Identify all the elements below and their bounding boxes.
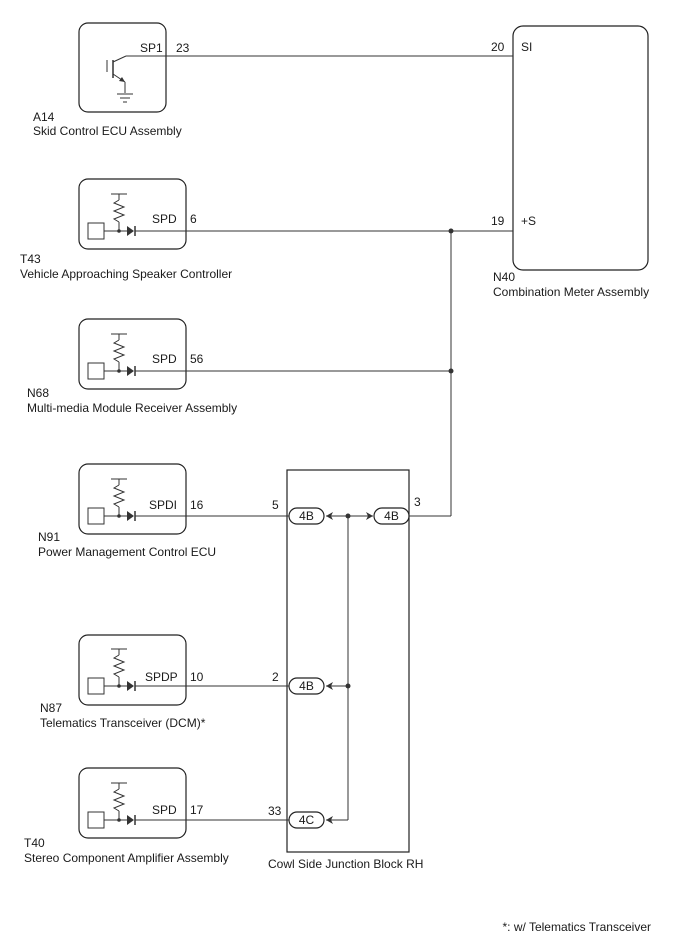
- pin-number: 2: [272, 670, 279, 684]
- pin-number: 20: [491, 40, 505, 54]
- connector-4b-lower: 4B: [288, 677, 325, 695]
- terminal-label: SI: [521, 40, 532, 54]
- pin-number: 16: [190, 498, 204, 512]
- connector-code: N91: [38, 530, 60, 544]
- component-name: Vehicle Approaching Speaker Controller: [20, 267, 232, 281]
- connector-code: A14: [33, 110, 55, 124]
- connector-code: N87: [40, 701, 62, 715]
- ecu-n91: SPDI 16 N91 Power Management Control ECU: [38, 463, 216, 559]
- connector-4b-right: 4B: [373, 507, 410, 525]
- pin-number: 23: [176, 41, 190, 55]
- connector-label: 4B: [384, 509, 399, 523]
- connector-code: T43: [20, 252, 41, 266]
- junction-block: Cowl Side Junction Block RH 4B 4B 4B 4C: [268, 469, 423, 871]
- splice-point: [448, 368, 454, 374]
- connector-label: 4C: [299, 813, 315, 827]
- terminal-label: SPDI: [149, 498, 177, 512]
- connector-label: 4B: [299, 679, 314, 693]
- terminal-label: SPD: [152, 352, 177, 366]
- splice-point: [345, 513, 351, 519]
- ecu-a14: SP1 23 A14 Skid Control ECU Assembly: [33, 22, 190, 138]
- transistor-symbol: [106, 55, 166, 93]
- pin-number: 5: [272, 498, 279, 512]
- splice-point: [448, 228, 454, 234]
- ecu-n87-box: [78, 634, 187, 706]
- arrow-icon: [326, 816, 333, 824]
- connector-4c: 4C: [288, 811, 325, 829]
- footnote: *: w/ Telematics Transceiver: [503, 920, 652, 934]
- connector-4b-left: 4B: [288, 507, 325, 525]
- terminal-label: SP1: [140, 41, 163, 55]
- pin-number: 19: [491, 214, 505, 228]
- component-name: Skid Control ECU Assembly: [33, 124, 182, 138]
- terminal-label: SPDP: [145, 670, 178, 684]
- connector-code: N40: [493, 270, 515, 284]
- connector-code: N68: [27, 386, 49, 400]
- meter-n40: 20 SI 19 +S N40 Combination Meter Assemb…: [491, 25, 649, 299]
- pin-number: 3: [414, 495, 421, 509]
- splice-point: [345, 683, 351, 689]
- pin-number: 17: [190, 803, 204, 817]
- component-name: Power Management Control ECU: [38, 545, 216, 559]
- terminal-label: SPD: [152, 212, 177, 226]
- ecu-n68: SPD 56 N68 Multi-media Module Receiver A…: [27, 318, 237, 415]
- terminal-label: +S: [521, 214, 536, 228]
- junction-block-name: Cowl Side Junction Block RH: [268, 857, 423, 871]
- component-name: Stereo Component Amplifier Assembly: [24, 851, 229, 865]
- component-name: Telematics Transceiver (DCM)*: [40, 716, 206, 730]
- ecu-a14-box: [78, 22, 167, 113]
- arrow-icon: [366, 512, 373, 520]
- connector-label: 4B: [299, 509, 314, 523]
- ecu-t43: SPD 6 T43 Vehicle Approaching Speaker Co…: [20, 178, 232, 281]
- ground-icon: [117, 93, 133, 103]
- terminal-label: SPD: [152, 803, 177, 817]
- pin-number: 56: [190, 352, 204, 366]
- pin-number: 6: [190, 212, 197, 226]
- meter-n40-box: [512, 25, 649, 271]
- ecu-n87: SPDP 10 N87 Telematics Transceiver (DCM)…: [40, 634, 206, 730]
- pin-number: 10: [190, 670, 204, 684]
- ecu-t40: SPD 17 T40 Stereo Component Amplifier As…: [24, 767, 229, 865]
- connector-code: T40: [24, 836, 45, 850]
- arrow-icon: [326, 512, 333, 520]
- pin-number: 33: [268, 804, 282, 818]
- component-name: Multi-media Module Receiver Assembly: [27, 401, 237, 415]
- arrow-icon: [326, 682, 333, 690]
- component-name: Combination Meter Assembly: [493, 285, 649, 299]
